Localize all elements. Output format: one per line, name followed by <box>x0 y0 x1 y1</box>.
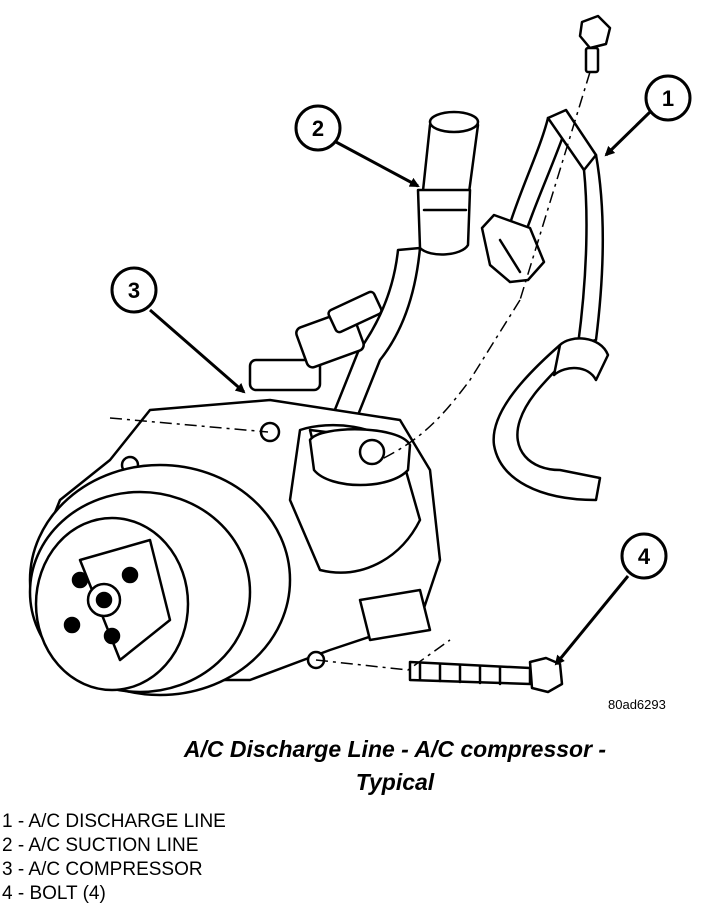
callout-4: 4 <box>620 532 668 580</box>
callout-2-label: 2 <box>312 116 324 141</box>
leader-4 <box>554 575 630 666</box>
centerline-suction <box>379 299 521 461</box>
centerline-compressor <box>109 417 269 433</box>
leader-1 <box>604 110 652 157</box>
figure-caption: A/C Discharge Line - A/C compressor - Ty… <box>100 733 690 799</box>
callout-2: 2 <box>294 104 342 152</box>
suction-line <box>332 110 480 422</box>
compressor-illustration: 1 2 3 4 <box>28 14 692 697</box>
callout-1-label: 1 <box>662 86 674 111</box>
discharge-line <box>480 108 610 502</box>
caption-line-2: Typical <box>355 769 435 795</box>
legend-item-2: 2 - A/C SUCTION LINE <box>2 835 199 856</box>
caption-line-1: A/C Discharge Line - A/C compressor - <box>183 736 607 762</box>
callout-3: 3 <box>110 266 158 314</box>
legend-item-1: 1 - A/C DISCHARGE LINE <box>2 811 226 832</box>
fitting-bolt-top <box>578 14 612 74</box>
centerline-top-bolt <box>519 71 591 301</box>
figure-id: 80ad6293 <box>608 697 666 712</box>
callout-3-label: 3 <box>128 278 140 303</box>
parts-legend: 1 - A/C DISCHARGE LINE 2 - A/C SUCTION L… <box>2 810 226 906</box>
legend-item-4: 4 - BOLT (4) <box>2 883 106 904</box>
leader-2 <box>335 140 420 188</box>
centerline-bolt <box>315 639 451 671</box>
callout-1: 1 <box>644 74 692 122</box>
legend-item-3: 3 - A/C COMPRESSOR <box>2 859 203 880</box>
leader-3 <box>149 308 246 394</box>
mounting-bolt <box>408 656 564 694</box>
callout-4-label: 4 <box>638 544 651 569</box>
clutch-pulley <box>28 463 292 697</box>
